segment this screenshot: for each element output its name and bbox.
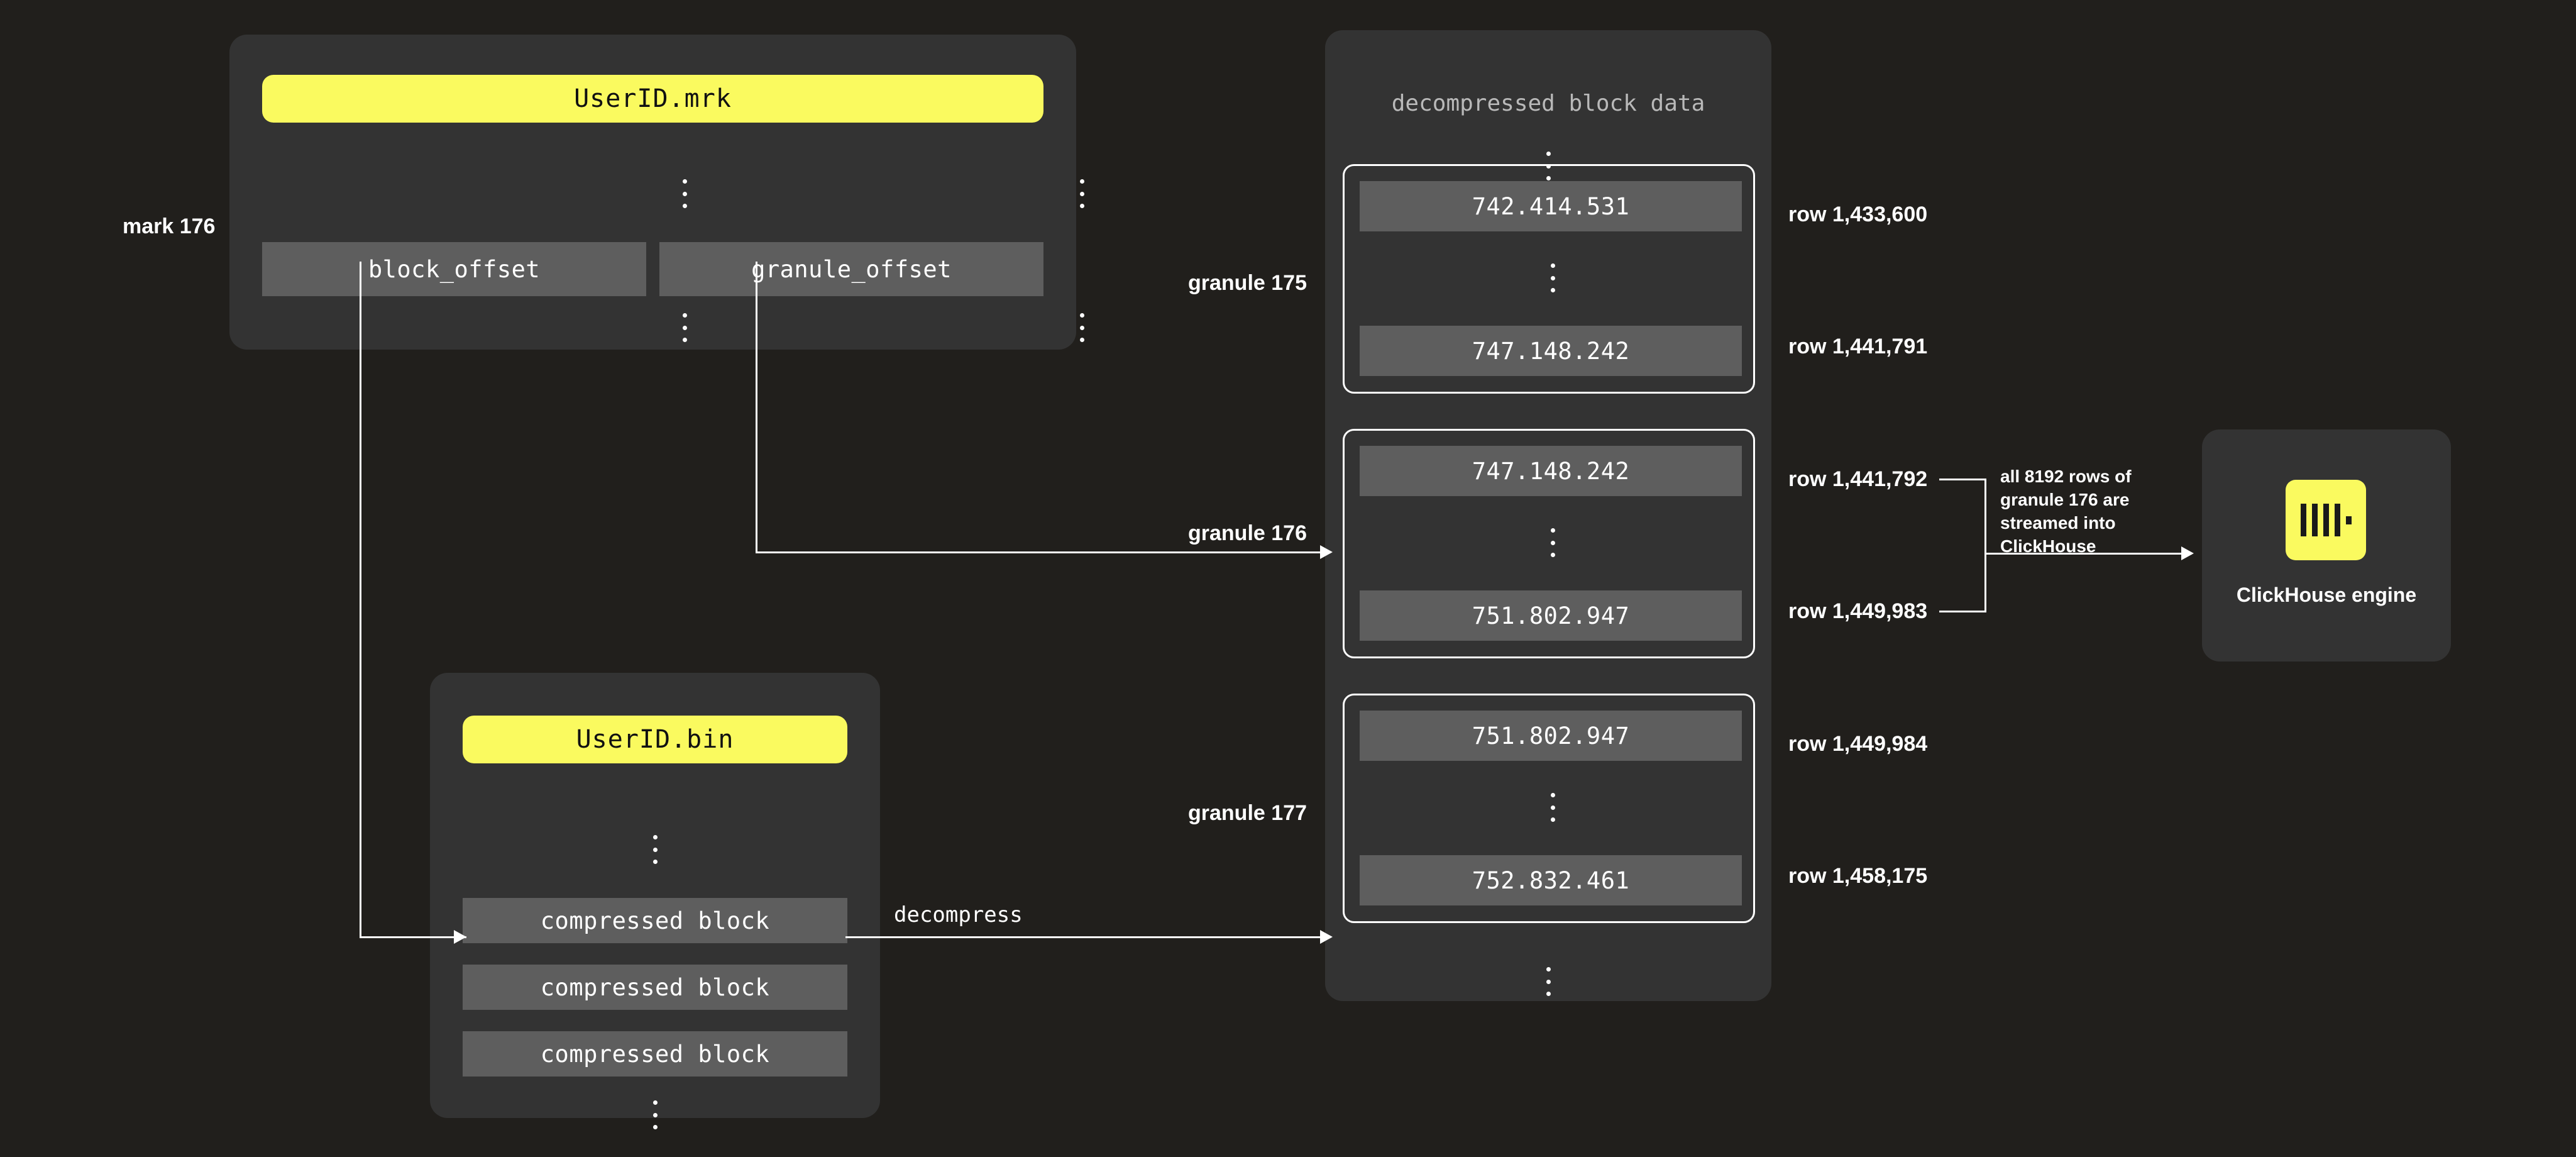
compressed-block-cell-1: compressed block <box>463 898 847 943</box>
block-offset-connector-arrowhead <box>454 930 466 944</box>
granule-176-last-row-label: row 1,449,983 <box>1788 599 1928 623</box>
compressed-block-cell-2: compressed block <box>463 965 847 1010</box>
compressed-block-cell-3: compressed block <box>463 1031 847 1077</box>
mrk-column-header-block-offset: block_offset <box>262 242 646 296</box>
stream-bracket-top-line <box>1939 479 1986 480</box>
decompress-arrow-line <box>845 936 1331 938</box>
granule-177-last-value: 752.832.461 <box>1360 855 1742 905</box>
granule-176-ellipsis-icon <box>1548 528 1557 557</box>
userid-mrk-panel: UserID.mrk block_offset granule_offset <box>229 35 1084 350</box>
bin-bottom-ellipsis-icon <box>651 1100 659 1129</box>
decompressed-top-ellipsis-icon <box>1544 152 1553 180</box>
mrk-granule-offset-bottom-ellipsis-icon <box>1077 313 1086 342</box>
granule-175-first-row-label: row 1,433,600 <box>1788 202 1928 226</box>
stream-note-text: all 8192 rows of granule 176 are streame… <box>2000 467 2132 556</box>
userid-mrk-file-chip: UserID.mrk <box>262 75 1043 123</box>
granule-176-first-value: 747.148.242 <box>1360 446 1742 496</box>
block-offset-connector-vertical <box>360 262 361 938</box>
granule-offset-connector-arrowhead <box>1320 545 1333 559</box>
granule-177-box: 751.802.947 752.832.461 <box>1343 694 1755 923</box>
block-offset-connector-horizontal <box>360 936 466 938</box>
userid-bin-panel: UserID.bin compressed block compressed b… <box>430 673 880 1129</box>
stream-bracket-vertical <box>1984 479 1986 612</box>
decompressed-block-data-title: decompressed block data <box>1391 91 1705 116</box>
granule-177-last-row-label: row 1,458,175 <box>1788 864 1928 888</box>
decompressed-block-data-panel: decompressed block data 742.414.531 747.… <box>1325 30 1771 1001</box>
granule-176-label: granule 176 <box>1188 521 1307 545</box>
granule-176-box: 747.148.242 751.802.947 <box>1343 429 1755 658</box>
granule-175-ellipsis-icon <box>1548 263 1557 292</box>
decompress-arrow-head <box>1320 930 1333 944</box>
granule-176-first-row-label: row 1,441,792 <box>1788 467 1928 491</box>
granule-175-first-value: 742.414.531 <box>1360 181 1742 231</box>
stream-arrow-line <box>1984 553 2192 555</box>
mrk-block-offset-top-ellipsis-icon <box>680 179 689 208</box>
granule-177-first-value: 751.802.947 <box>1360 711 1742 761</box>
clickhouse-engine-panel: ClickHouse engine <box>2202 429 2451 662</box>
clickhouse-engine-label: ClickHouse engine <box>2236 584 2417 606</box>
userid-bin-file-chip: UserID.bin <box>463 716 847 763</box>
stream-arrow-head <box>2181 546 2194 560</box>
mrk-column-header-granule-offset: granule_offset <box>659 242 1043 296</box>
granule-175-label: granule 175 <box>1188 271 1307 295</box>
mrk-block-offset-bottom-ellipsis-icon <box>680 313 689 342</box>
granule-offset-connector-vertical <box>756 262 757 553</box>
clickhouse-logo-icon <box>2286 480 2366 560</box>
granule-177-label: granule 177 <box>1188 801 1307 825</box>
bin-top-ellipsis-icon <box>651 835 659 864</box>
stream-bracket-bottom-line <box>1939 611 1986 612</box>
mark-176-label: mark 176 <box>123 214 216 238</box>
granule-177-ellipsis-icon <box>1548 793 1557 822</box>
granule-177-first-row-label: row 1,449,984 <box>1788 732 1928 756</box>
granule-offset-connector-horizontal <box>756 551 1331 553</box>
mrk-granule-offset-top-ellipsis-icon <box>1077 179 1086 208</box>
decompress-label: decompress <box>894 902 1023 927</box>
granule-175-last-row-label: row 1,441,791 <box>1788 335 1928 358</box>
granule-175-box: 742.414.531 747.148.242 <box>1343 164 1755 394</box>
decompressed-bottom-ellipsis-icon <box>1544 967 1553 996</box>
granule-176-last-value: 751.802.947 <box>1360 590 1742 641</box>
granule-175-last-value: 747.148.242 <box>1360 326 1742 376</box>
